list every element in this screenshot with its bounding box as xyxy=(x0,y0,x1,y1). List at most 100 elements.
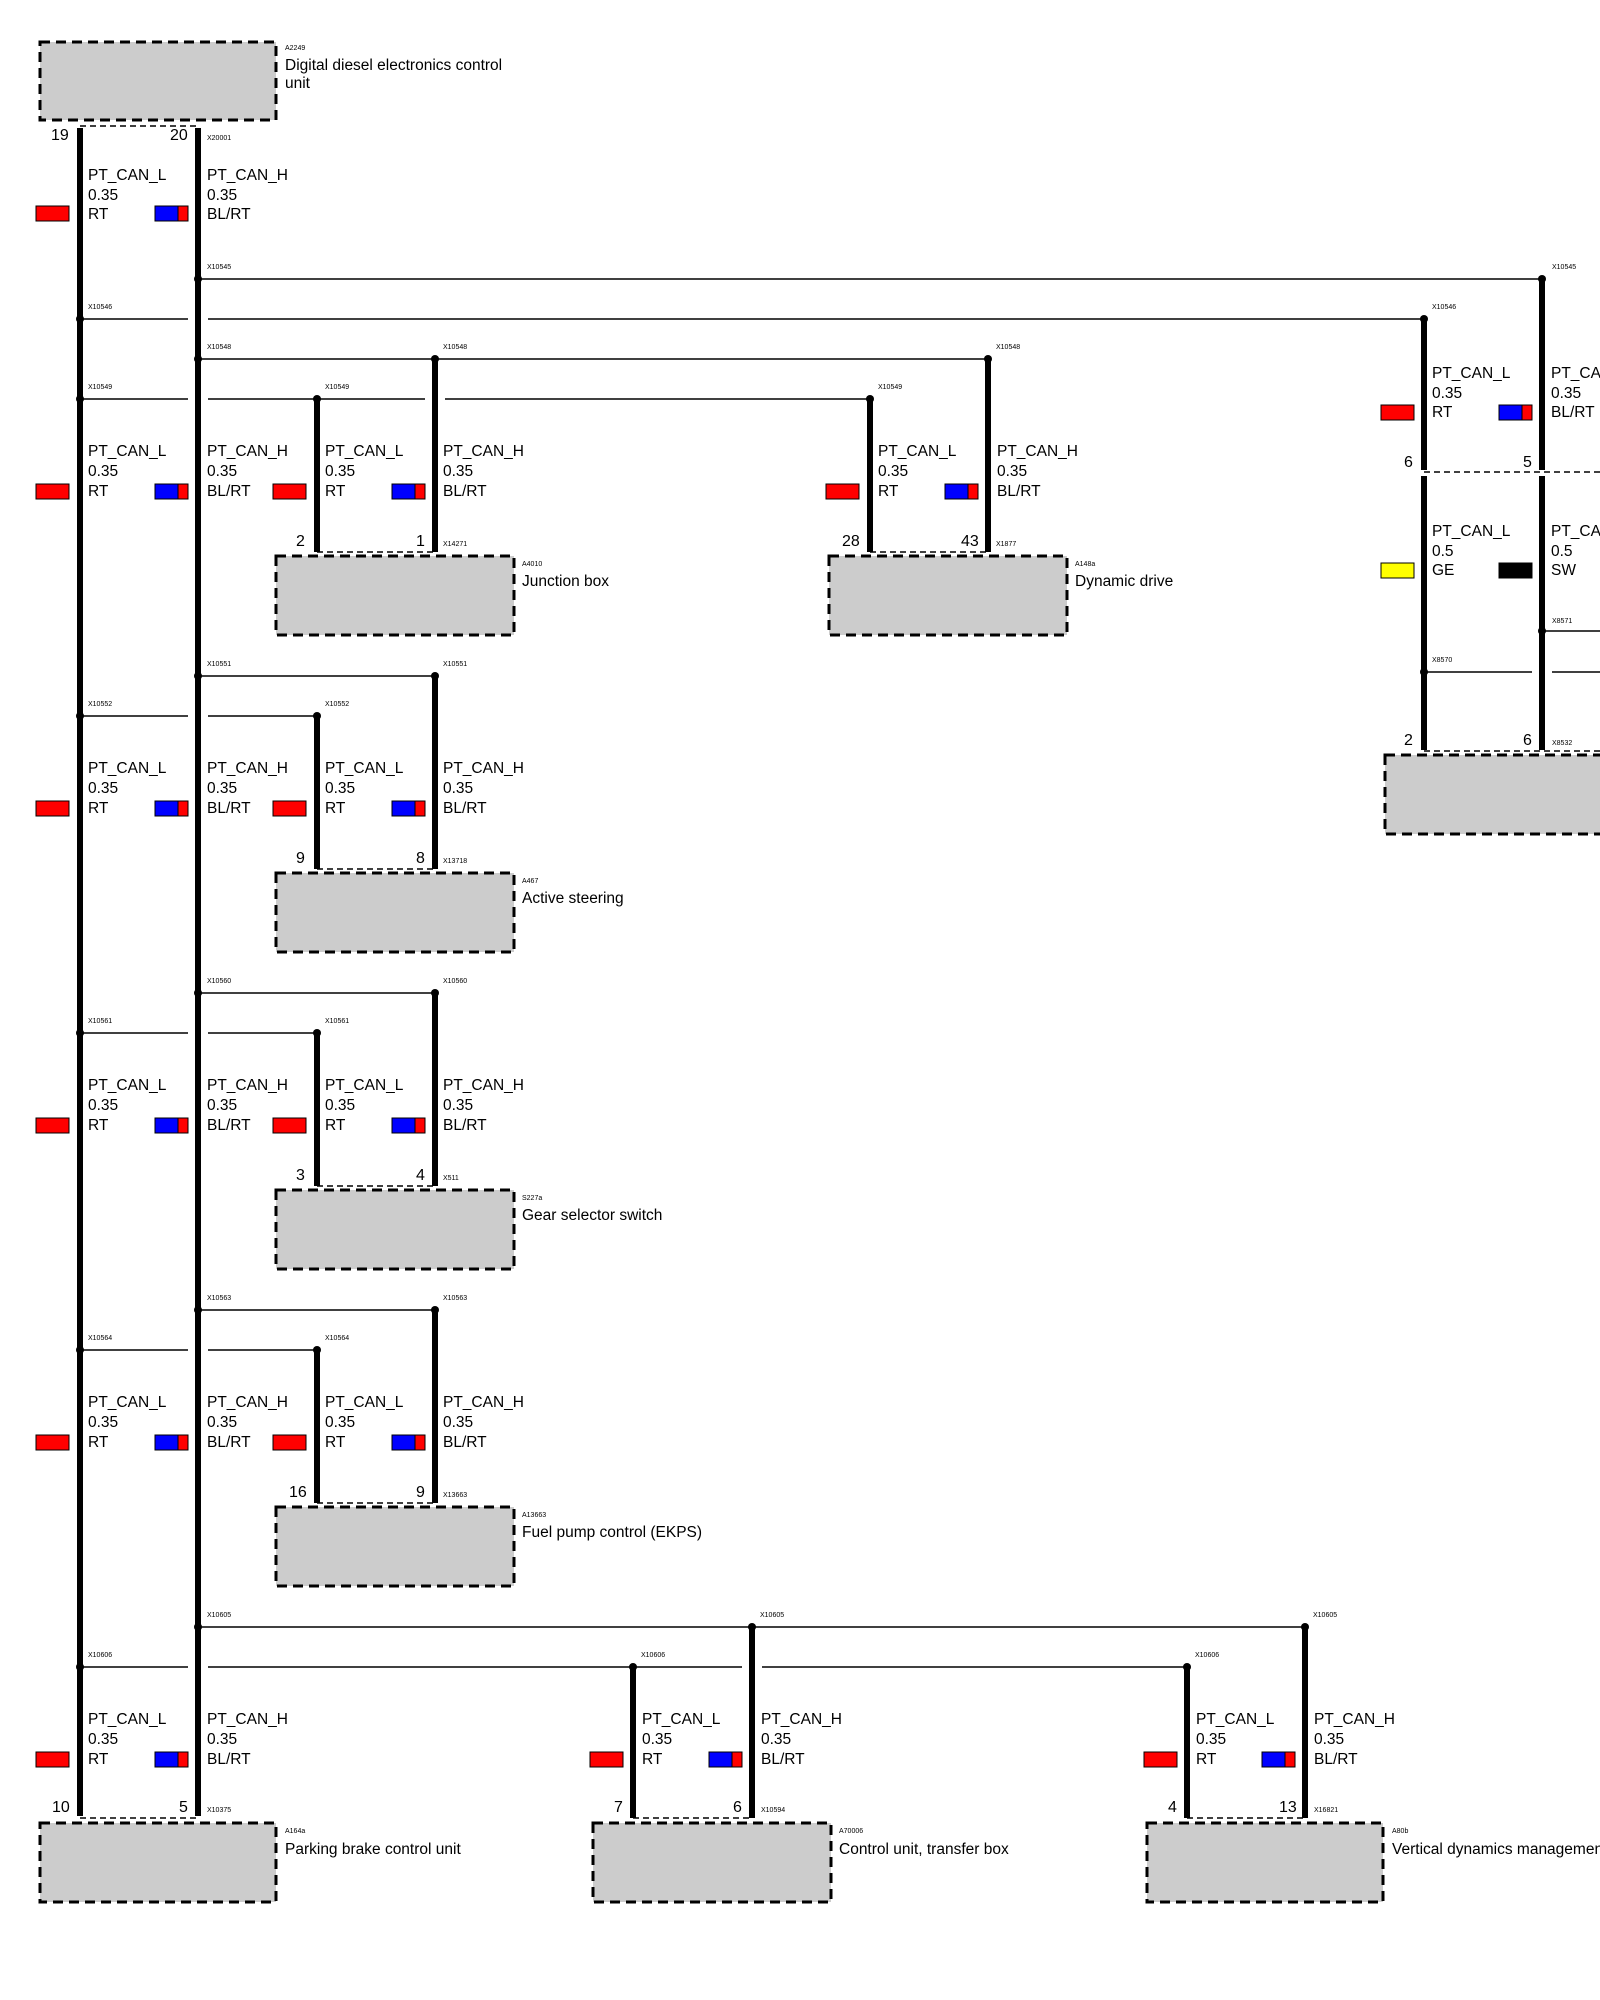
pin-number: 19 xyxy=(51,127,69,144)
signal-name: PT_CAN_L xyxy=(1196,1711,1275,1728)
splice-dot xyxy=(76,315,84,323)
color-swatch-red xyxy=(825,483,860,500)
splice-code: X10564 xyxy=(88,1335,112,1342)
color-swatch-red xyxy=(35,1434,70,1451)
module-name: Control unit, transfer box xyxy=(839,1841,1009,1858)
color-swatch-red xyxy=(414,1117,426,1134)
wire-color-code: BL/RT xyxy=(443,1117,487,1134)
wire-size: 0.35 xyxy=(1551,385,1581,402)
module-box xyxy=(591,1821,833,1904)
wire-color-code: BL/RT xyxy=(1314,1751,1358,1768)
wire-color-code: BL/RT xyxy=(443,1434,487,1451)
signal-name: PT_CAN_L xyxy=(1432,523,1511,540)
pin-number: 43 xyxy=(961,533,979,550)
wire-color-code: BL/RT xyxy=(207,483,251,500)
color-swatch-blue xyxy=(944,483,969,500)
module-code: A164a xyxy=(285,1828,305,1835)
module-name-line2: unit xyxy=(285,75,311,92)
wire-size: 0.35 xyxy=(443,1097,473,1114)
wire-color-code: BL/RT xyxy=(443,800,487,817)
color-swatch-red xyxy=(177,205,189,222)
wire-size: 0.35 xyxy=(88,780,118,797)
signal-name: PT_CAN_H xyxy=(207,167,288,184)
module-ddec: A2249 Digital diesel electronics control… xyxy=(38,40,502,144)
module-name: Vertical dynamics managemen xyxy=(1392,1841,1600,1858)
wire-color-code: SW xyxy=(1551,562,1576,579)
module-code: S227a xyxy=(522,1195,542,1202)
module-name: Junction box xyxy=(522,573,609,590)
wire-size: 0.35 xyxy=(325,463,355,480)
signal-name: PT_CAN_L xyxy=(88,760,167,777)
module-box xyxy=(274,1188,516,1271)
module-code: A80b xyxy=(1392,1828,1408,1835)
signal-name: PT_CAN_H xyxy=(207,760,288,777)
splice-code: X10549 xyxy=(88,384,112,391)
wire-label-trunk-h: PT_CAN_H 0.35 BL/RT xyxy=(154,443,288,500)
connector-code: X1877 xyxy=(996,541,1016,548)
pin-number: 4 xyxy=(416,1167,425,1184)
wire-size: 0.35 xyxy=(207,1414,237,1431)
wire-size: 0.35 xyxy=(443,463,473,480)
wire-size: 0.35 xyxy=(325,1097,355,1114)
branch-parking-brake: PT_CAN_L 0.35 RT PT_CAN_H 0.35 BL/RT 10 … xyxy=(35,1711,461,1904)
color-swatch-red xyxy=(1284,1751,1296,1768)
signal-name: PT_CAN_H xyxy=(207,1077,288,1094)
wire-color-code: RT xyxy=(88,800,109,817)
pin-number: 2 xyxy=(1404,732,1413,749)
wire-color-code: BL/RT xyxy=(443,483,487,500)
splice-dot xyxy=(194,275,202,283)
wire-color-code: BL/RT xyxy=(207,1434,251,1451)
wire-label-ddec-l: PT_CAN_L 0.35 RT xyxy=(35,167,167,223)
signal-name: PT_CAN_L xyxy=(88,1077,167,1094)
branch-gear-selector: PT_CAN_L 0.35 RT PT_CAN_H 0.35 BL/RT PT_… xyxy=(35,993,662,1271)
wire-size: 0.35 xyxy=(325,1414,355,1431)
color-swatch-red xyxy=(272,1117,307,1134)
branch-fuel-pump: PT_CAN_L 0.35 RT PT_CAN_H 0.35 BL/RT PT_… xyxy=(35,1310,702,1588)
color-swatch-red xyxy=(177,800,189,817)
splice-dot xyxy=(194,355,202,363)
module-box xyxy=(38,40,278,122)
module-box xyxy=(1383,753,1600,836)
color-swatch-red xyxy=(35,800,70,817)
wire-size: 0.5 xyxy=(1551,543,1573,560)
splice-code: X10563 xyxy=(443,1295,467,1302)
splice-code: X10563 xyxy=(207,1295,231,1302)
wire-color-code: BL/RT xyxy=(207,800,251,817)
connector-code: X10375 xyxy=(207,1807,231,1814)
wire-size: 0.35 xyxy=(325,780,355,797)
wire-size: 0.5 xyxy=(1432,543,1454,560)
splice-code: X10605 xyxy=(1313,1612,1337,1619)
branch-right-module: PT_CAN_L 0.35 RT PT_CA 0.35 BL/RT 6 5 PT… xyxy=(1380,279,1600,836)
module-code: A148a xyxy=(1075,561,1095,568)
wire-color-code: RT xyxy=(325,1434,346,1451)
wire-label-trunk-l: PT_CAN_L 0.35 RT xyxy=(35,443,167,500)
wire-size: 0.35 xyxy=(878,463,908,480)
color-swatch-red xyxy=(272,1434,307,1451)
wire-color-code: RT xyxy=(325,800,346,817)
pin-number: 9 xyxy=(416,1484,425,1501)
signal-name: PT_CAN_H xyxy=(997,443,1078,460)
connector-code: X20001 xyxy=(207,135,231,142)
pin-number: 1 xyxy=(416,533,425,550)
splice-dot xyxy=(76,1346,84,1354)
color-swatch-blue xyxy=(391,483,416,500)
signal-name: PT_CAN_L xyxy=(88,1711,167,1728)
splice-x10561: X10561 X10561 xyxy=(76,1018,349,1037)
color-swatch-blue xyxy=(154,205,179,222)
pin-number: 20 xyxy=(170,127,188,144)
wire-color-code: RT xyxy=(1196,1751,1217,1768)
signal-name: PT_CAN_L xyxy=(642,1711,721,1728)
splice-code: X10551 xyxy=(207,661,231,668)
pin-number: 5 xyxy=(179,1799,188,1816)
splice-code: X10546 xyxy=(1432,304,1456,311)
splice-dot xyxy=(76,712,84,720)
splice-code: X10561 xyxy=(88,1018,112,1025)
signal-name: PT_CA xyxy=(1551,523,1600,540)
signal-name: PT_CAN_L xyxy=(325,1394,404,1411)
splice-x10551: X10551 X10551 xyxy=(194,661,467,680)
splice-code: X10606 xyxy=(1195,1652,1219,1659)
wire-size: 0.35 xyxy=(443,780,473,797)
splice-dot xyxy=(76,1029,84,1037)
color-swatch-red xyxy=(177,1751,189,1768)
module-box xyxy=(38,1821,278,1904)
